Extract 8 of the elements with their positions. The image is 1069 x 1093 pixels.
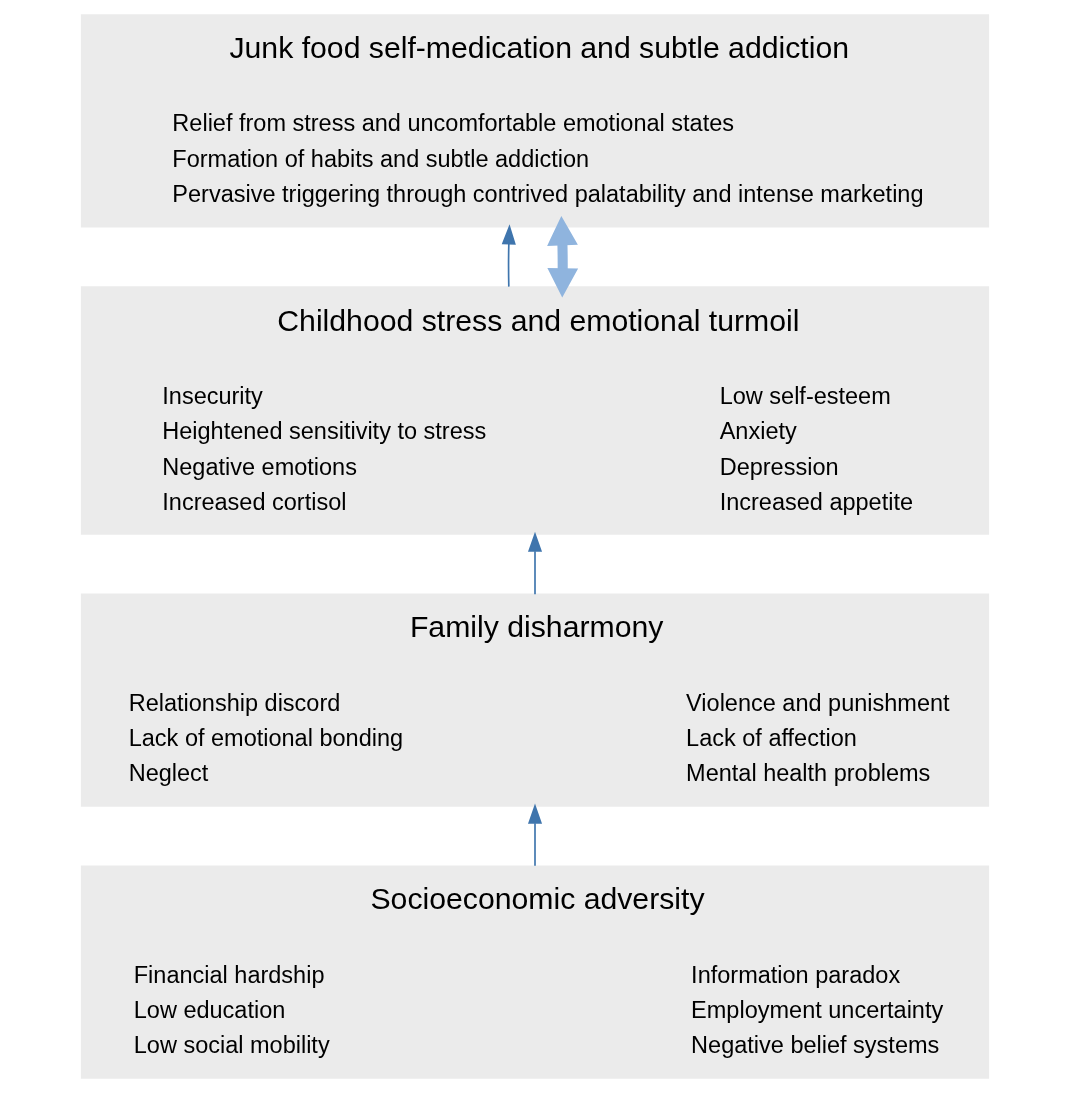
node-box: Family disharmony Relationship discord Violence and punishment Lack of emotional bonding Lack of affection Neglect Mental health problems <box>80 593 989 807</box>
arrow <box>527 803 542 867</box>
node-box: Socioeconomic adversity Financial hardship Information paradox Low education Employment uncertainty Low social mobility Negative belief systems <box>80 865 989 1079</box>
arrow <box>546 216 578 298</box>
arrow <box>527 531 542 596</box>
node-box: Childhood stress and emotional turmoil Insecurity Low self-esteem Heightened sensitivity to stress Anxiety Negative emotions Depression Increased cortisol Increased appetite <box>80 286 989 535</box>
arrow <box>501 224 516 288</box>
node-box: Junk food self-medication and subtle addiction Relief from stress and uncomfortable emotional states Formation of habits and subtle addiction Pervasive triggering through contrived palatability and intense marketing <box>80 14 989 228</box>
